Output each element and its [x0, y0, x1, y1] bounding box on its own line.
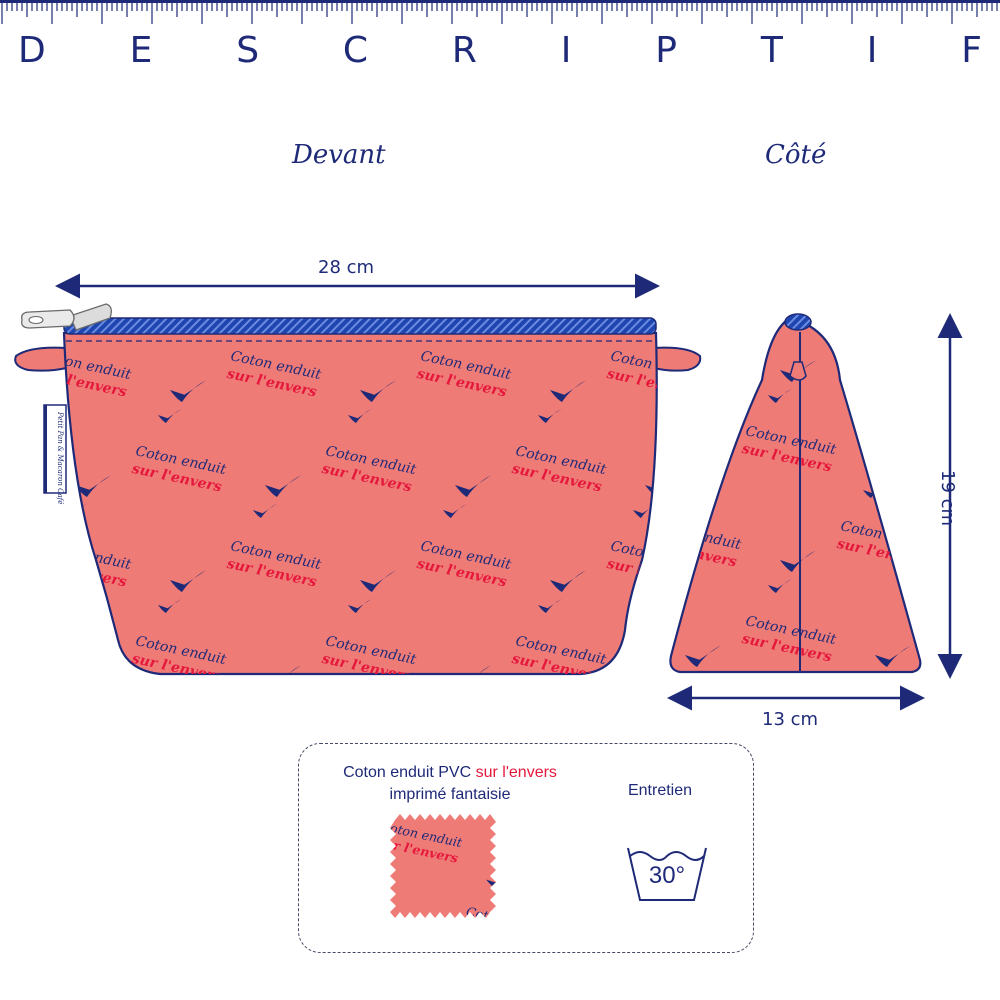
bird-motif — [970, 360, 1000, 382]
page-title: D E S C R I P T I F — [0, 28, 1000, 78]
bird-motif — [875, 645, 911, 667]
bird-motif — [455, 475, 491, 497]
svg-text:Coton enduit: Coton enduit — [839, 328, 933, 363]
side-view-label: Côté — [765, 140, 827, 170]
bird-motif — [401, 959, 423, 972]
bird-motif — [970, 550, 1000, 572]
side-loop-left — [14, 346, 67, 372]
bird-motif — [360, 380, 396, 402]
side-body — [669, 316, 922, 674]
bird-motif — [170, 570, 206, 592]
bird-motif — [265, 475, 301, 497]
bird-motif — [348, 408, 372, 423]
depth-dimension-label: 13 cm — [762, 709, 819, 730]
zipper-end-top — [784, 313, 812, 331]
svg-text:Coton enduit: Coton enduit — [465, 904, 550, 936]
bird-motif — [75, 665, 111, 674]
wash-temperature: 30° — [648, 862, 686, 889]
title-letter: S — [236, 30, 260, 71]
title-letter: E — [129, 30, 153, 71]
zipper-slider-side — [789, 361, 807, 381]
title-letter: C — [342, 30, 369, 71]
bird-motif — [685, 455, 721, 477]
bird-motif — [958, 579, 982, 593]
svg-text:sur l'envers: sur l'envers — [930, 631, 1000, 666]
bird-motif — [875, 455, 911, 477]
bird-motif — [538, 408, 562, 423]
bird-motif — [63, 694, 87, 708]
brand-label-tag: Petit Pan & Macaron Café — [43, 404, 67, 504]
svg-text:sur l'envers: sur l'envers — [0, 461, 33, 496]
care-title: Entretien — [627, 782, 693, 799]
width-dimension-label: 28 cm — [318, 257, 375, 278]
side-loop-right — [653, 346, 702, 372]
bird-motif — [673, 674, 697, 688]
bird-motif — [253, 503, 277, 518]
bird-motif — [360, 570, 396, 592]
bird-motif — [685, 645, 721, 667]
title-letter: D — [18, 30, 46, 71]
bird-motif — [768, 388, 792, 403]
bird-motif — [780, 550, 816, 572]
height-dimension-label: 19 cm — [937, 470, 958, 527]
bird-motif — [443, 694, 467, 708]
bird-motif — [75, 475, 111, 497]
zipper-tape — [63, 317, 657, 335]
bird-motif — [550, 380, 586, 402]
bird-motif — [768, 578, 792, 593]
bird-motif — [486, 873, 496, 887]
title-letter: F — [961, 30, 982, 71]
bird-motif — [158, 598, 182, 613]
fabric-description-accent: sur l'envers — [475, 764, 557, 781]
bird-motif — [550, 570, 586, 592]
svg-text:sur l'envers: sur l'envers — [835, 346, 928, 381]
zipper-pull-icon — [21, 303, 112, 331]
svg-text:Coton enduit: Coton enduit — [0, 633, 38, 668]
bird-motif — [348, 598, 372, 613]
bird-motif — [633, 503, 657, 518]
bird-motif — [572, 959, 594, 972]
title-letter: R — [451, 30, 477, 71]
title-letter: I — [866, 30, 878, 71]
ruler-icon — [0, 0, 1000, 24]
fabric-description-line2: imprimé fantaisie — [389, 786, 511, 803]
bird-motif — [863, 674, 887, 688]
bird-motif — [538, 598, 562, 613]
fabric-description: Coton enduit PVC sur l'envers imprimé fa… — [310, 762, 590, 806]
front-view-label: Devant — [292, 140, 386, 170]
svg-text:Coton enduit: Coton enduit — [0, 443, 38, 478]
bird-motif — [633, 694, 657, 708]
bird-motif — [253, 694, 277, 708]
wash-basin-icon — [627, 847, 707, 901]
bird-motif — [170, 380, 206, 402]
svg-text:Coton enduit: Coton enduit — [934, 613, 1000, 648]
bird-motif — [780, 360, 816, 382]
front-body — [62, 331, 658, 676]
bird-motif — [443, 503, 467, 518]
bird-motif — [673, 483, 697, 498]
bird-motif — [863, 483, 887, 498]
title-letter: P — [655, 30, 677, 71]
bird-motif — [958, 389, 982, 403]
info-panel — [298, 743, 754, 953]
svg-text:sur l'envers: sur l'envers — [0, 651, 33, 686]
title-letter: I — [560, 30, 572, 71]
title-letter: T — [760, 30, 783, 71]
fabric-description-text: Coton enduit PVC — [343, 764, 476, 781]
svg-text:Petit Pan & Macaron Café: Petit Pan & Macaron Café — [56, 411, 64, 504]
svg-text:Coton enduit: Coton enduit — [934, 423, 1000, 458]
bird-motif — [158, 408, 182, 423]
